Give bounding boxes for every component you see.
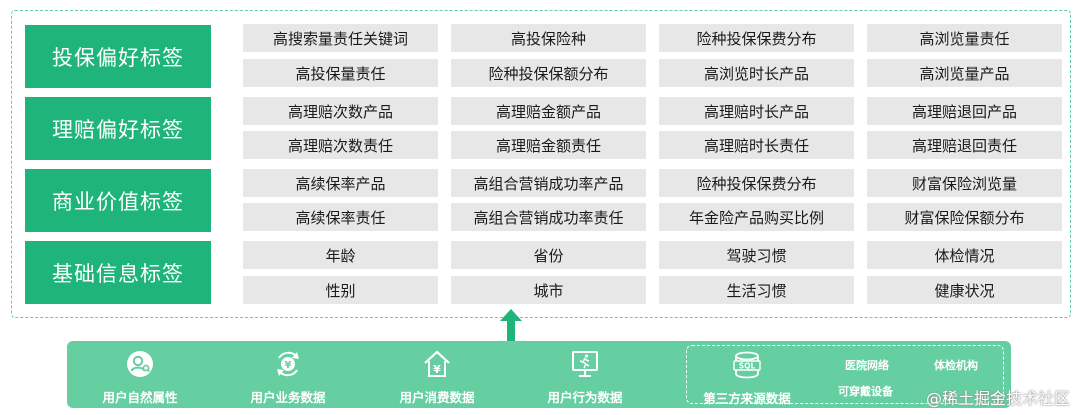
- tag-cell: 高组合营销成功率责任: [451, 203, 646, 231]
- third-party-source-group: SQL 第三方来源数据 医院网络 体检机构 可穿戴设备: [686, 345, 1004, 406]
- tag-cell: 年金险产品购买比例: [659, 203, 854, 231]
- tag-cell: 险种投保保额分布: [451, 59, 646, 87]
- tag-cell: 高浏览时长产品: [659, 59, 854, 87]
- source-label: 用户业务数据: [250, 390, 326, 405]
- house-yen-icon: ¥: [422, 350, 452, 378]
- source-user-business-data: ¥ 用户业务数据: [213, 341, 363, 408]
- source-user-behavior-data: 用户行为数据: [510, 341, 660, 408]
- tag-cell: 健康状况: [867, 276, 1062, 304]
- data-source-bar: 用户自然属性 ¥ 用户业务数据 ¥ 用户消费数据: [67, 341, 1011, 408]
- tag-cell: 高组合营销成功率产品: [451, 169, 646, 197]
- tag-cell: 高投保险种: [451, 24, 646, 52]
- tag-cell: 年龄: [243, 241, 438, 269]
- tag-cell: 城市: [451, 276, 646, 304]
- tag-cell: 高理赔金额责任: [451, 131, 646, 159]
- tag-cell: 生活习惯: [659, 276, 854, 304]
- third-party-item-hospital-network: 医院网络: [845, 359, 889, 372]
- user-icon: [126, 350, 154, 378]
- tag-cell: 省份: [451, 241, 646, 269]
- source-label: 第三方来源数据: [703, 391, 791, 406]
- source-user-consumption-data: ¥ 用户消费数据: [362, 341, 512, 408]
- sql-icon-text: SQL: [739, 362, 756, 371]
- tag-cell: 高续保率责任: [243, 203, 438, 231]
- category-label-basic-info: 基础信息标签: [25, 241, 211, 304]
- tag-cell: 财富保险浏览量: [867, 169, 1062, 197]
- tag-cell: 险种投保保费分布: [659, 24, 854, 52]
- tag-cell: 驾驶习惯: [659, 241, 854, 269]
- source-label: 用户自然属性: [102, 390, 178, 405]
- tag-cell: 体检情况: [867, 241, 1062, 269]
- svg-text:¥: ¥: [433, 363, 441, 376]
- tag-cell: 险种投保保费分布: [659, 169, 854, 197]
- tag-cell: 高搜索量责任关键词: [243, 24, 438, 52]
- tag-cell: 高理赔时长责任: [659, 131, 854, 159]
- tag-cell: 高理赔金额产品: [451, 97, 646, 125]
- category-label-claim-preference: 理赔偏好标签: [25, 97, 211, 160]
- tag-cell: 高续保率产品: [243, 169, 438, 197]
- tag-system-frame: [11, 10, 1071, 318]
- category-label-business-value: 商业价值标签: [25, 169, 211, 232]
- tag-cell: 性别: [243, 276, 438, 304]
- source-third-party-data: SQL 第三方来源数据: [672, 342, 822, 409]
- source-label: 用户行为数据: [547, 390, 623, 405]
- sql-database-icon: SQL: [730, 351, 764, 379]
- third-party-item-wearable: 可穿戴设备: [838, 385, 893, 398]
- svg-text:¥: ¥: [285, 360, 292, 371]
- source-label: 用户消费数据: [399, 390, 475, 405]
- tag-cell: 财富保险保额分布: [867, 203, 1062, 231]
- tag-cell: 高投保量责任: [243, 59, 438, 87]
- category-label-insurance-preference: 投保偏好标签: [25, 25, 211, 88]
- source-user-natural-attributes: 用户自然属性: [65, 341, 215, 408]
- watermark-text: @稀土掘金技术社区: [925, 389, 1070, 408]
- yen-cycle-icon: ¥: [273, 350, 303, 378]
- up-arrow-icon: [500, 309, 522, 342]
- monitor-runner-icon: [570, 350, 600, 378]
- tag-cell: 高浏览量责任: [867, 24, 1062, 52]
- tag-cell: 高理赔次数责任: [243, 131, 438, 159]
- tag-cell: 高理赔次数产品: [243, 97, 438, 125]
- tag-cell: 高浏览量产品: [867, 59, 1062, 87]
- tag-cell: 高理赔退回产品: [867, 97, 1062, 125]
- tag-cell: 高理赔退回责任: [867, 131, 1062, 159]
- tag-cell: 高理赔时长产品: [659, 97, 854, 125]
- third-party-item-medical-exam: 体检机构: [934, 359, 978, 372]
